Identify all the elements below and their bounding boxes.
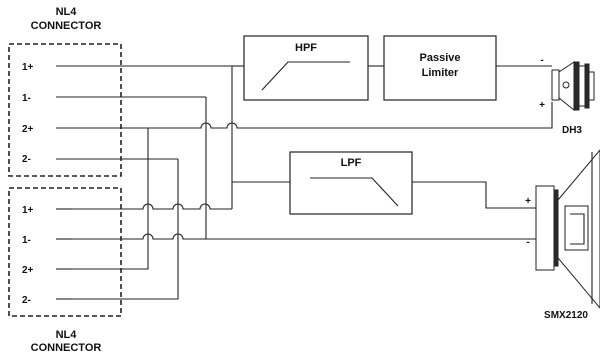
bottom-pin-1-plus: 1+: [22, 205, 34, 216]
smx2120-woofer-icon: [535, 149, 600, 309]
woofer-plus-sign: +: [525, 196, 531, 207]
wiring: [56, 65, 553, 300]
top-connector-title: NL4: [56, 6, 78, 18]
passive-limiter-block: Passive Limiter: [383, 35, 497, 101]
hpf-label: HPF: [295, 42, 317, 54]
hpf-block: HPF: [243, 35, 369, 101]
bottom-connector-subtitle: CONNECTOR: [31, 342, 102, 354]
woofer-name: SMX2120: [544, 310, 588, 321]
top-connector-subtitle: CONNECTOR: [31, 20, 102, 32]
top-nl4-connector: [8, 43, 122, 177]
bottom-pin-2-plus: 2+: [22, 265, 34, 276]
bottom-nl4-connector: [8, 187, 122, 317]
limiter-label-line2: Limiter: [422, 67, 459, 79]
limiter-label-line1: Passive: [420, 52, 461, 64]
top-pin-1-minus: 1-: [22, 93, 31, 104]
lpf-block: LPF: [289, 151, 413, 215]
dh3-tweeter-icon: [551, 61, 595, 112]
bottom-pin-2-minus: 2-: [22, 295, 31, 306]
lpf-label: LPF: [341, 157, 362, 169]
top-pin-2-minus: 2-: [22, 154, 31, 165]
tweeter-plus-sign: +: [539, 100, 545, 111]
top-pin-1-plus: 1+: [22, 62, 34, 73]
tweeter-name: DH3: [562, 125, 582, 136]
bottom-pin-1-minus: 1-: [22, 235, 31, 246]
lowpass-curve-icon: [310, 177, 399, 207]
top-pin-2-plus: 2+: [22, 124, 34, 135]
tweeter-minus-sign: -: [540, 55, 543, 66]
woofer-minus-sign: -: [526, 237, 529, 248]
highpass-curve-icon: [261, 61, 350, 91]
bottom-connector-title: NL4: [56, 329, 78, 341]
